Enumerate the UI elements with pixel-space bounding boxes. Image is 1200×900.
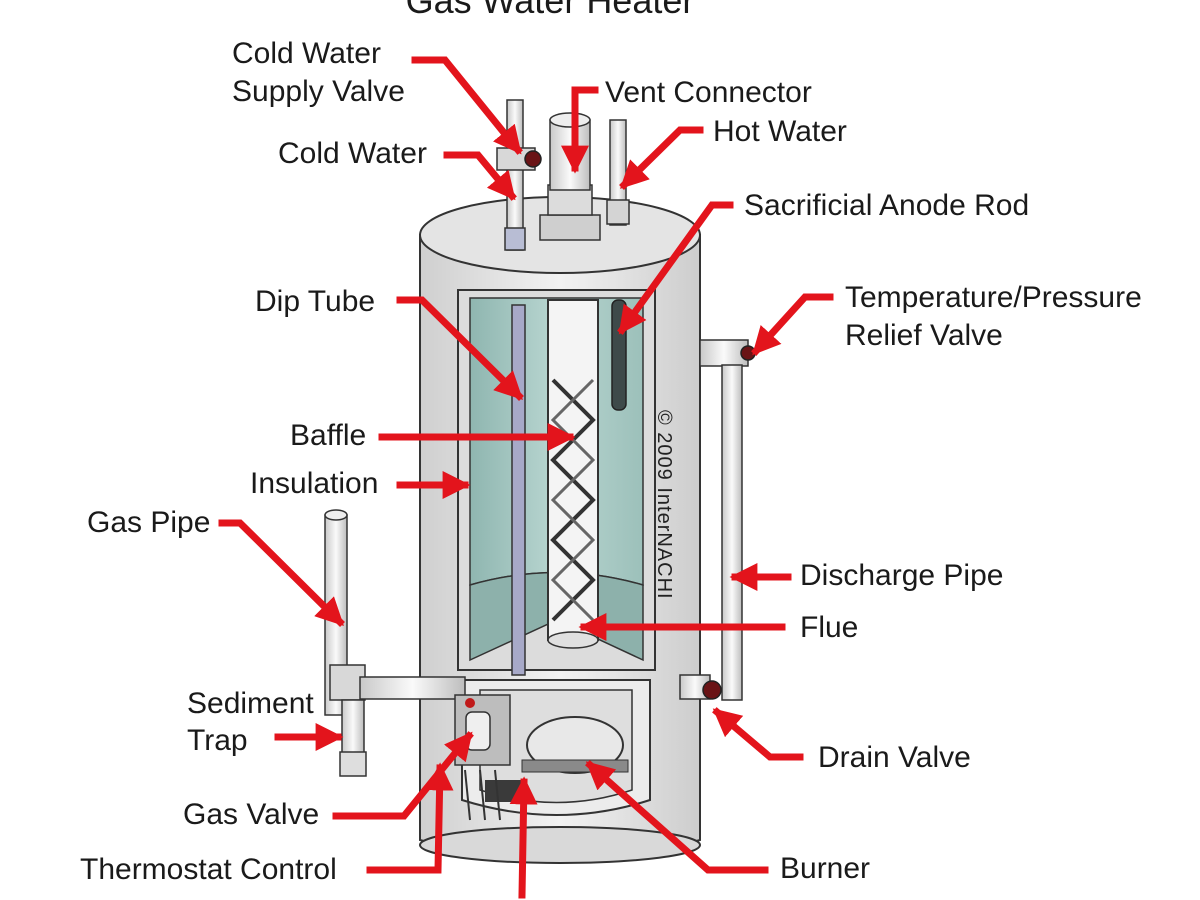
label-sacrificial-anode-rod: Sacrificial Anode Rod: [744, 189, 1030, 222]
anode-rod: [611, 299, 627, 411]
label-gas-pipe: Gas Pipe: [87, 506, 211, 539]
arrow-thermostat-control: [366, 762, 454, 874]
label-sediment-trap-line2: Trap: [187, 724, 248, 757]
label-cold-water: Cold Water: [278, 137, 427, 170]
arrow-dip-tube: [396, 296, 524, 401]
label-thermostat-control: Thermostat Control: [80, 853, 337, 886]
arrow-vent-connector: [561, 86, 599, 174]
label-tp-relief-valve-line1: Temperature/Pressure: [845, 281, 1142, 314]
drain-valve: [679, 674, 722, 700]
label-sediment-trap-line1: Sediment: [187, 687, 314, 720]
arrow-drain-valve: [712, 707, 804, 761]
arrow-cold-water: [443, 151, 517, 201]
arrow-cold-water-supply-valve: [411, 56, 523, 155]
label-baffle: Baffle: [290, 419, 367, 452]
label-burner: Burner: [780, 852, 871, 885]
flue-and-baffle: [547, 299, 599, 649]
label-discharge-pipe: Discharge Pipe: [800, 559, 1004, 592]
leader-arrows: [218, 56, 834, 899]
tp-valve-and-discharge: [699, 339, 756, 701]
label-drain-valve: Drain Valve: [818, 741, 971, 774]
arrow-tp-valve: [751, 293, 834, 356]
label-tp-relief-valve-line2: Relief Valve: [845, 319, 1003, 352]
label-insulation: Insulation: [250, 467, 379, 500]
copyright-text: © 2009 InterNACHI: [653, 410, 675, 600]
arrow-burner: [585, 760, 769, 874]
arrow-anode-rod: [617, 201, 734, 335]
diagram-title: Gas Water Heater: [405, 0, 695, 21]
label-vent-connector: Vent Connector: [605, 76, 812, 109]
label-flue: Flue: [800, 611, 859, 644]
arrow-gas-pipe: [218, 519, 345, 627]
dip-tube: [511, 304, 526, 676]
vent-connector: [539, 112, 601, 241]
label-cold-water-supply-valve-line2: Supply Valve: [232, 75, 405, 108]
arrow-bottom-pilot: [509, 776, 538, 899]
arrow-hot-water: [619, 126, 704, 190]
label-cold-water-supply-valve-line1: Cold Water: [232, 37, 381, 70]
label-gas-valve: Gas Valve: [183, 798, 320, 831]
label-dip-tube: Dip Tube: [255, 285, 376, 318]
label-hot-water: Hot Water: [713, 115, 847, 148]
hot-water-pipe: [606, 119, 630, 226]
